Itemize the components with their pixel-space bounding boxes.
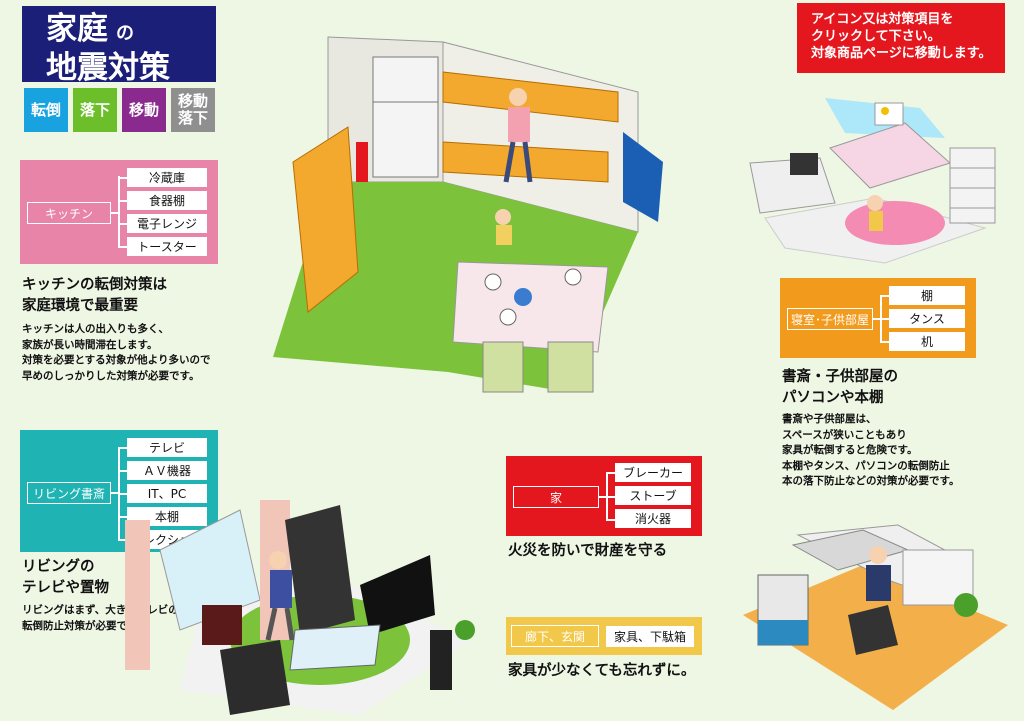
item-breaker[interactable]: ブレーカー <box>615 463 691 482</box>
item-desk[interactable]: 机 <box>889 332 965 351</box>
item-dish-cabinet[interactable]: 食器棚 <box>127 191 207 210</box>
item-chest[interactable]: タンス <box>889 309 965 328</box>
bedroom-description: 書斎や子供部屋は、スペースが狭いこともあり 家具が転倒すると危険です。本棚やタン… <box>782 413 960 487</box>
tab-tentou[interactable]: 転倒 <box>24 88 68 132</box>
item-toaster[interactable]: トースター <box>127 237 207 256</box>
category-kitchen[interactable]: キッチン <box>27 202 111 224</box>
category-home[interactable]: 家 <box>513 486 599 508</box>
item-refrigerator[interactable]: 冷蔵庫 <box>127 168 207 187</box>
tab-rakka[interactable]: 落下 <box>73 88 117 132</box>
misc-heading: 家具が少なくても忘れずに。 <box>508 663 696 679</box>
category-living[interactable]: リビング書斎 <box>27 482 111 504</box>
item-extinguisher[interactable]: 消火器 <box>615 509 691 528</box>
item-shelf[interactable]: 棚 <box>889 286 965 305</box>
item-furniture-shoebox[interactable]: 家具、下駄箱 <box>606 626 694 647</box>
kitchen-heading: キッチンの転倒対策は家庭環境で最重要 <box>22 277 167 314</box>
kitchen-illustration[interactable] <box>268 32 663 402</box>
office-illustration[interactable] <box>738 505 1013 715</box>
tab-idou-rakka[interactable]: 移動 落下 <box>171 88 215 132</box>
living-heading: リビングのテレビや置物 <box>22 559 109 596</box>
living-illustration[interactable] <box>120 490 480 720</box>
instruction-notice: アイコン又は対策項目を クリックして下さい。 対象商品ページに移動します。 <box>797 3 1005 73</box>
item-av[interactable]: ＡＶ機器 <box>127 461 207 480</box>
bedroom-illustration[interactable] <box>745 78 1000 268</box>
kitchen-description: キッチンは人の出入りも多く、家族が長い時間滞在します。 対策を必要とする対象が他… <box>22 323 211 382</box>
bedroom-heading: 書斎・子供部屋のパソコンや本棚 <box>782 369 898 406</box>
home-heading: 火災を防いで財産を守る <box>508 543 668 559</box>
item-it-pc[interactable]: IT、PC <box>127 484 207 503</box>
tab-idou[interactable]: 移動 <box>122 88 166 132</box>
page-title: 家庭の 地震対策 <box>22 6 216 85</box>
item-stove[interactable]: ストーブ <box>615 486 691 505</box>
item-tv[interactable]: テレビ <box>127 438 207 457</box>
item-microwave[interactable]: 電子レンジ <box>127 214 207 233</box>
category-bedroom[interactable]: 寝室･子供部屋 <box>787 308 873 330</box>
category-hallway[interactable]: 廊下、玄関 <box>511 625 599 647</box>
